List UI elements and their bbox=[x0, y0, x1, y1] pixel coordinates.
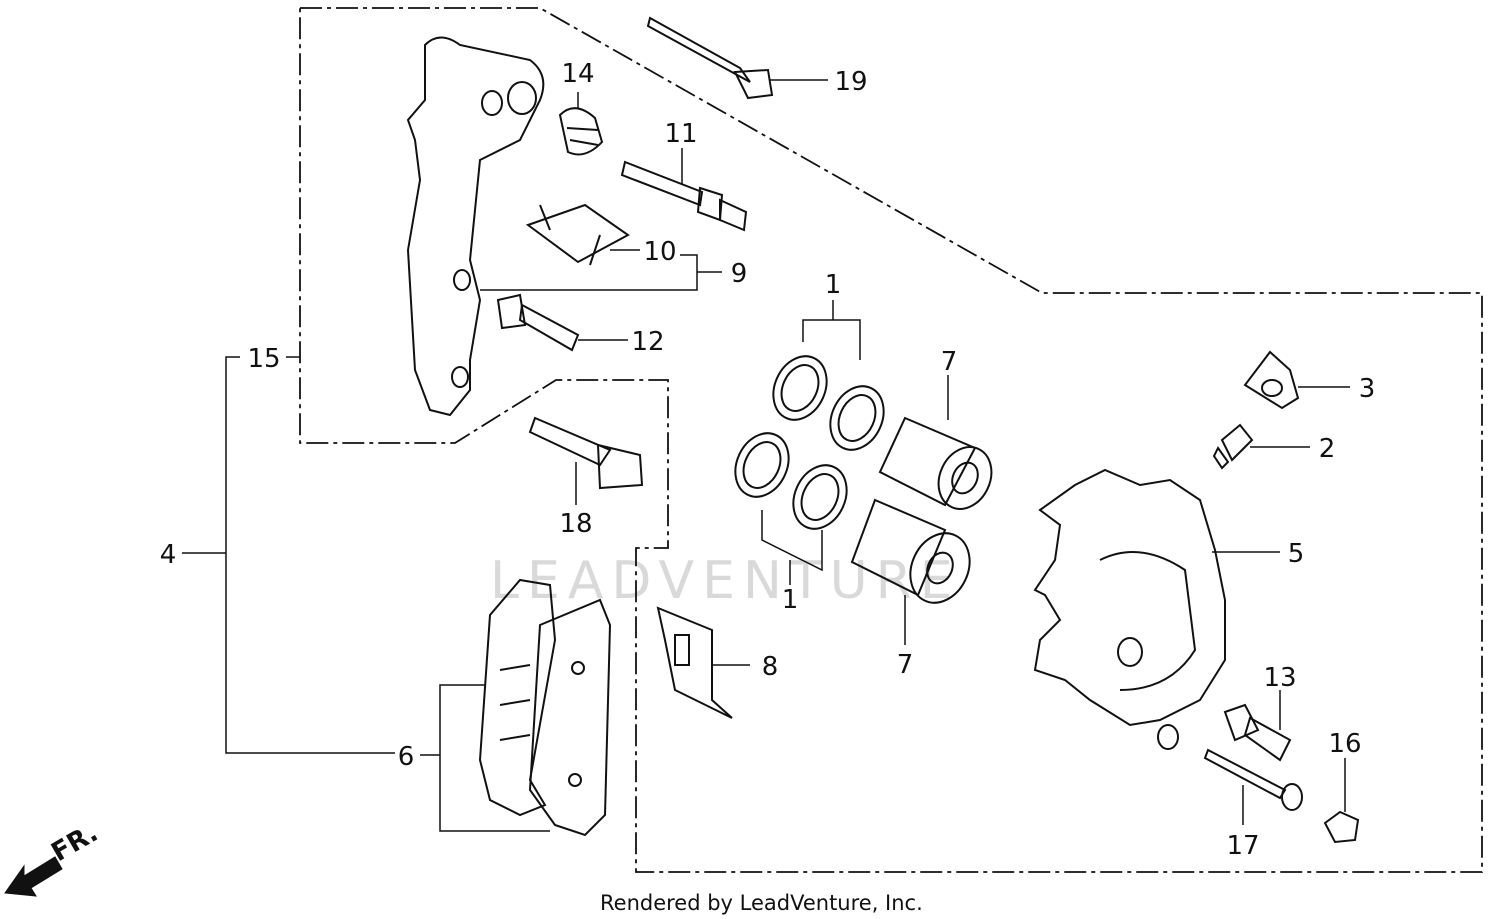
spring-clip-10-icon bbox=[525, 203, 630, 266]
pad-shim-8-icon bbox=[656, 606, 733, 719]
bolt-18-icon bbox=[528, 416, 644, 490]
bleeder-2-icon bbox=[1212, 423, 1254, 470]
callout-c6: 6 bbox=[398, 742, 415, 772]
callout-c11: 11 bbox=[664, 119, 697, 149]
callout-c8: 8 bbox=[762, 652, 779, 682]
pin-17-icon bbox=[1203, 748, 1303, 811]
pin-12-icon bbox=[496, 293, 580, 352]
callout-c12: 12 bbox=[631, 327, 664, 357]
caliper-bracket-15-icon bbox=[406, 36, 545, 417]
callout-c18: 18 bbox=[559, 509, 592, 539]
group-bracket-4 bbox=[182, 356, 395, 754]
callout-c13: 13 bbox=[1263, 663, 1296, 693]
group-bracket-1-top bbox=[802, 300, 861, 360]
group-bracket-6 bbox=[420, 684, 550, 832]
callout-c1a: 1 bbox=[825, 270, 842, 300]
group-bracket-9 bbox=[480, 254, 722, 291]
callout-c7a: 7 bbox=[941, 347, 958, 377]
caliper-body-5-icon bbox=[1033, 468, 1226, 750]
bolt-13-icon bbox=[1223, 703, 1292, 762]
boot-14-icon bbox=[558, 107, 604, 156]
callout-c10: 10 bbox=[643, 237, 676, 267]
watermark: LEADVENTURE bbox=[490, 551, 961, 611]
callout-c3: 3 bbox=[1359, 374, 1376, 404]
callout-c7b: 7 bbox=[897, 650, 914, 680]
callout-c15: 15 bbox=[247, 344, 280, 374]
callout-c4: 4 bbox=[160, 540, 177, 570]
callout-c16: 16 bbox=[1328, 729, 1361, 759]
plug-16-icon bbox=[1323, 810, 1360, 844]
callout-c2: 2 bbox=[1319, 434, 1336, 464]
front-direction-arrow-icon bbox=[4, 856, 63, 897]
pin-11-icon bbox=[620, 160, 748, 232]
brake-pads-6-icon bbox=[478, 578, 612, 837]
group-bracket-1-bottom bbox=[761, 510, 823, 585]
piston-seals-1-icon bbox=[734, 355, 885, 530]
pistons-7-icon bbox=[850, 416, 993, 604]
callout-c17: 17 bbox=[1226, 831, 1259, 861]
banjo-3-icon bbox=[1243, 350, 1300, 410]
callout-c14: 14 bbox=[561, 59, 594, 89]
callout-c5: 5 bbox=[1288, 539, 1305, 569]
footer-credit: Rendered by LeadVenture, Inc. bbox=[600, 891, 923, 915]
bracket-group-outline bbox=[299, 7, 1483, 873]
callout-c9: 9 bbox=[731, 259, 748, 289]
bolt-19-icon bbox=[646, 16, 774, 100]
callout-c1b: 1 bbox=[782, 585, 799, 615]
callout-c19: 19 bbox=[834, 67, 867, 97]
